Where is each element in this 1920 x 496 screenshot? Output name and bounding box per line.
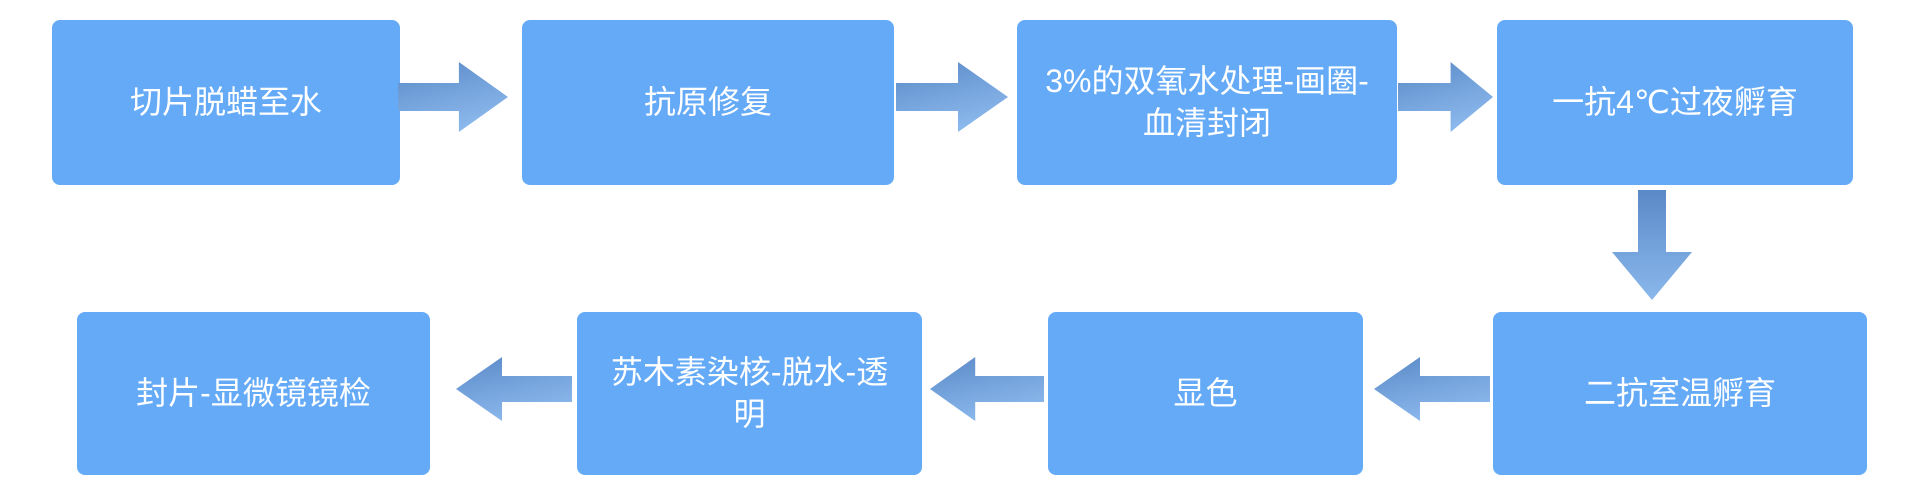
arrow-right-icon-2 — [896, 62, 1008, 132]
arrow-down-icon — [1612, 190, 1692, 300]
flow-step-2: 抗原修复 — [522, 20, 894, 185]
flow-step-3: 3%的双氧水处理-画圈- 血清封闭 — [1017, 20, 1397, 185]
flow-step-6-label: 显色 — [1173, 374, 1238, 411]
arrow-left-icon-2 — [930, 357, 1044, 421]
flow-step-7-label: 苏木素染核-脱水-透 — [610, 353, 889, 390]
flow-step-6: 显色 — [1048, 312, 1363, 475]
flow-step-7-label-line2: 明 — [733, 395, 766, 432]
flow-step-3-label-line2: 血清封闭 — [1142, 104, 1271, 141]
arrow-left-icon-3 — [456, 357, 572, 421]
flow-step-3-label: 3%的双氧水处理-画圈- — [1045, 62, 1369, 99]
flow-step-8: 封片-显微镜镜检 — [77, 312, 430, 475]
flow-step-5-label: 二抗室温孵育 — [1583, 374, 1776, 411]
arrow-right-icon-3 — [1398, 62, 1493, 132]
flow-step-4: 一抗4℃过夜孵育 — [1497, 20, 1853, 185]
flow-step-8-label: 封片-显微镜镜检 — [136, 374, 371, 411]
arrow-left-icon-1 — [1374, 357, 1490, 421]
flow-step-4-label: 一抗4℃过夜孵育 — [1552, 83, 1798, 120]
flow-step-5: 二抗室温孵育 — [1493, 312, 1867, 475]
flow-step-1-label: 切片脱蜡至水 — [129, 83, 322, 120]
arrow-right-icon-1 — [398, 62, 508, 132]
flow-step-1: 切片脱蜡至水 — [52, 20, 400, 185]
flow-step-2-label: 抗原修复 — [643, 83, 772, 120]
flow-step-7: 苏木素染核-脱水-透 明 — [577, 312, 922, 475]
